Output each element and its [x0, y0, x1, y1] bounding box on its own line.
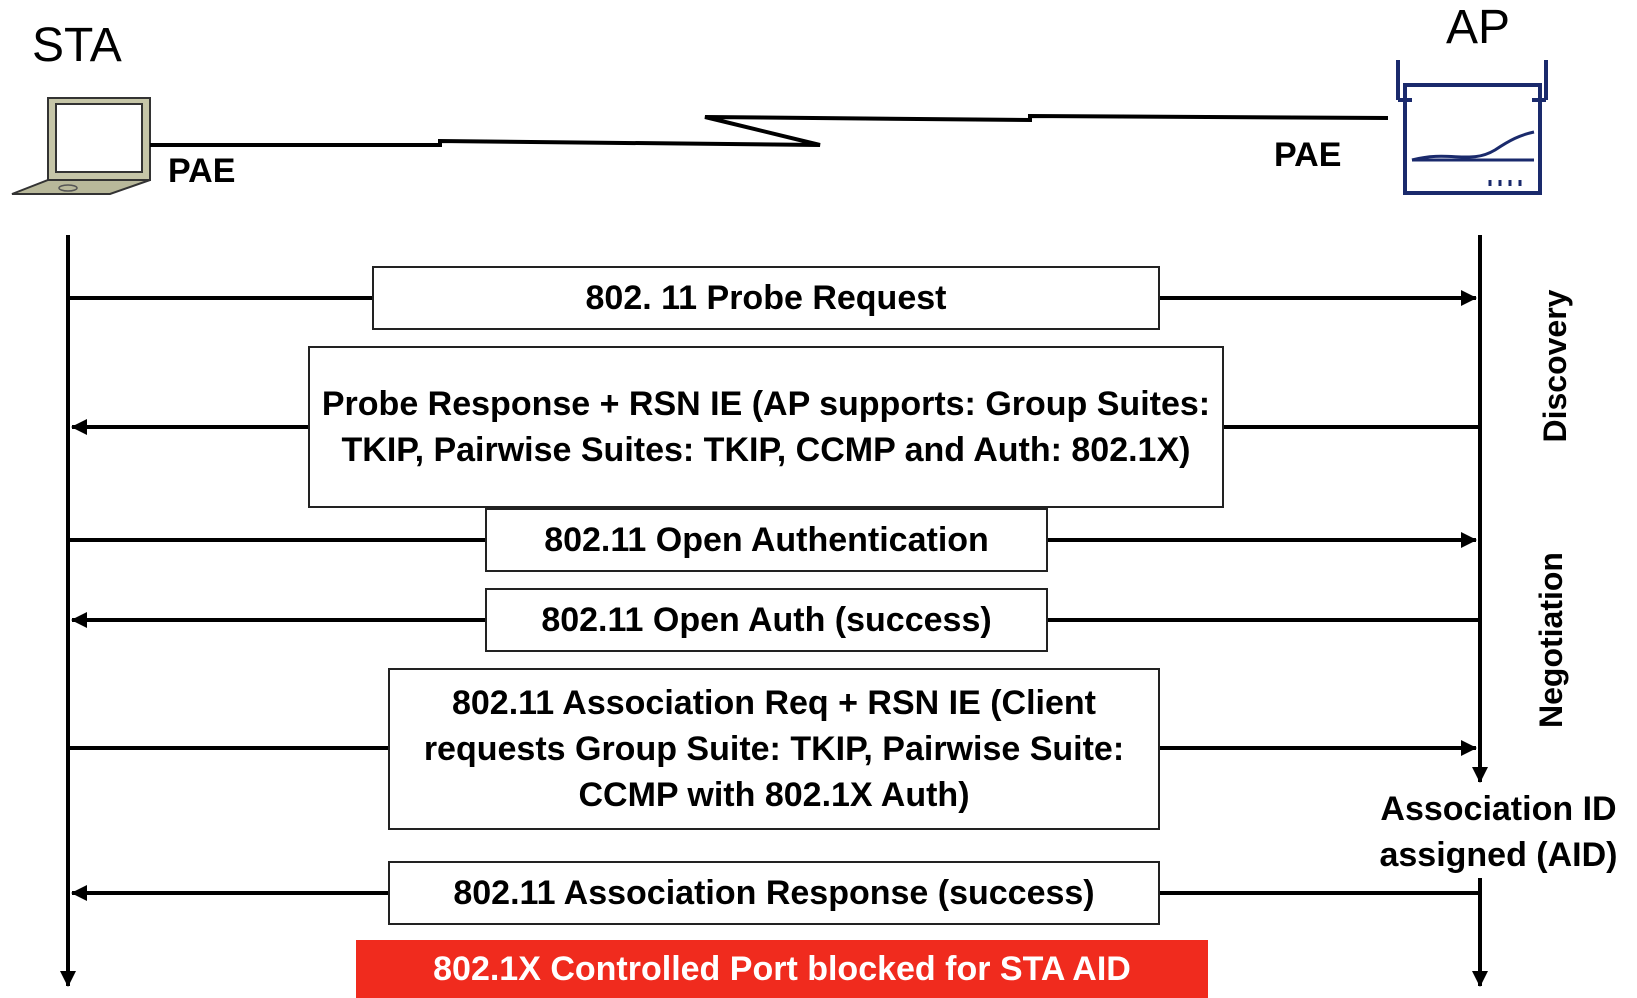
message-open-auth-success: 802.11 Open Auth (success) — [485, 588, 1048, 652]
message-association-response: 802.11 Association Response (success) — [388, 861, 1160, 925]
ap-title: AP — [1446, 1, 1511, 54]
ap-pae-label: PAE — [1274, 136, 1342, 174]
message-probe-request: 802. 11 Probe Request — [372, 266, 1160, 330]
message-probe-response: Probe Response + RSN IE (AP supports: Gr… — [308, 346, 1224, 508]
phase-negotiation-label: Negotiation — [1533, 552, 1569, 728]
sta-pae-label: PAE — [168, 152, 236, 190]
message-open-auth: 802.11 Open Authentication — [485, 508, 1048, 572]
association-id-note: Association ID assigned (AID) — [1360, 786, 1637, 878]
message-association-request: 802.11 Association Req + RSN IE (Client … — [388, 668, 1160, 830]
phase-discovery-label: Discovery — [1537, 289, 1573, 443]
laptop-icon — [11, 97, 151, 195]
wireless-link — [150, 113, 1389, 147]
controlled-port-banner: 802.1X Controlled Port blocked for STA A… — [356, 940, 1208, 998]
access-point-icon — [1396, 60, 1548, 195]
association-id-note-line2: assigned (AID) — [1379, 836, 1618, 874]
association-id-note-line1: Association ID — [1380, 790, 1617, 828]
sta-title: STA — [32, 19, 122, 72]
